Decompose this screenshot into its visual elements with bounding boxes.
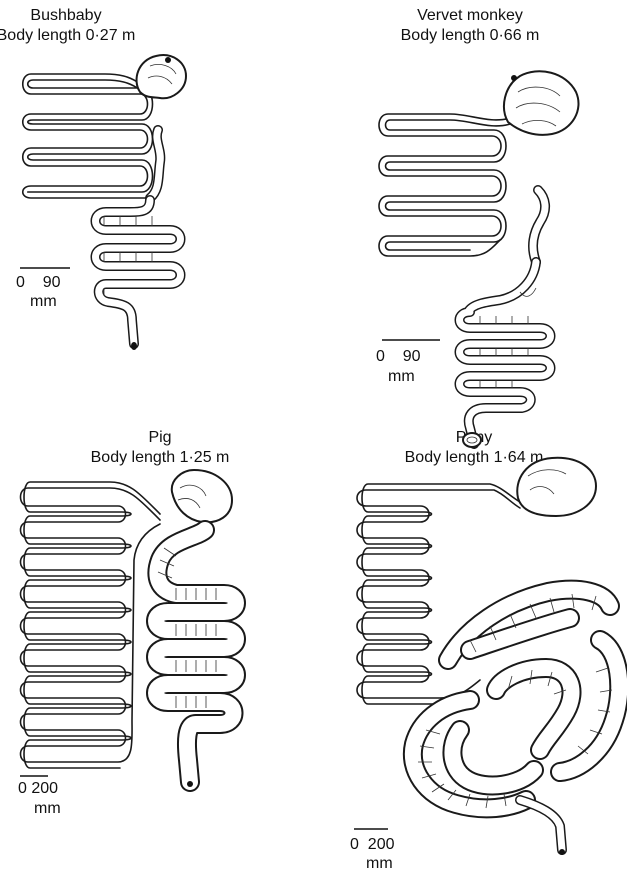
pony-stomach bbox=[517, 458, 596, 516]
bushbaby-small-intestine bbox=[23, 74, 153, 198]
vervet-small-intestine bbox=[379, 114, 510, 256]
pig-large-intestine bbox=[156, 530, 236, 787]
pony-small-intestine bbox=[357, 484, 520, 704]
pig-small-intestine bbox=[21, 482, 161, 768]
vervet-gut bbox=[379, 71, 579, 447]
pony-gut bbox=[354, 458, 619, 855]
pig-gut bbox=[20, 470, 236, 787]
vervet-stomach bbox=[504, 71, 579, 135]
pony-caecum bbox=[448, 590, 610, 660]
pig-stomach bbox=[172, 470, 232, 522]
bushbaby-gut bbox=[20, 55, 186, 350]
bushbaby-large-intestine bbox=[96, 130, 181, 350]
vervet-large-intestine bbox=[460, 190, 551, 447]
bushbaby-stomach bbox=[137, 55, 186, 98]
